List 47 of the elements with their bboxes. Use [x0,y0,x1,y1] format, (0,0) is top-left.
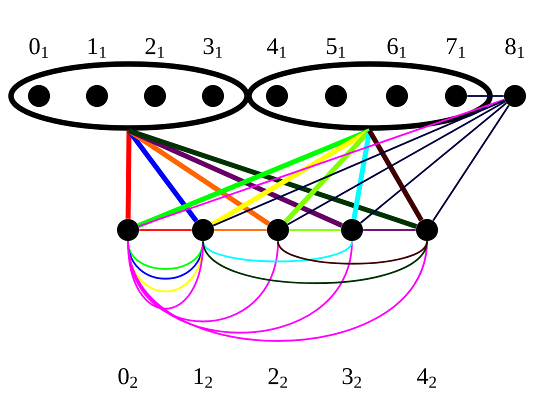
graph-edge [128,128,418,229]
graph-edge [127,241,204,310]
graph-edge [363,229,416,231]
graph-edge [211,128,371,226]
vertex-label: 1$_{2}$ [194,368,212,388]
vertex-dot [192,219,214,241]
graph-edge [284,129,372,224]
vertex-label: 6$_{1}$ [388,38,406,58]
graph-edge [367,129,424,222]
vertex-label: 3$_{1}$ [204,38,222,58]
vertex-label: 5$_{1}$ [326,38,345,58]
vertex-label: 7$_{1}$ [447,38,465,58]
vertex-dot [267,219,289,241]
graph-edge [351,130,372,220]
vertex-label: 2$_{2}$ [268,368,288,388]
vertex-label: 2$_{1}$ [146,38,164,58]
graph-edge [202,240,428,284]
vertex-label: 4$_{2}$ [417,368,436,388]
graph-edge [214,229,267,231]
graph-edge [128,128,270,226]
graph-edge [202,240,353,262]
group-ellipse [8,61,250,131]
vertex-label: 8$_{1}$ [505,38,524,58]
graph-edge [277,240,428,265]
graph-edge [360,102,507,224]
graph-edge [127,241,353,334]
vertex-label: 1$_{1}$ [88,38,106,58]
graph-edge [127,129,198,222]
vertex-dot [416,219,438,241]
graph-edge [127,241,428,342]
group-ellipse [246,61,493,131]
vertex-label: 4$_{1}$ [267,38,286,58]
vertex-label: 0$_{2}$ [118,368,138,388]
graph-edge [289,229,341,231]
vertex-dot [341,219,363,241]
graph-edge [432,104,510,222]
vertex-label: 0$_{1}$ [29,38,48,58]
graph-edge [287,100,506,226]
graph-edge [212,100,506,226]
graph-edge [127,241,279,322]
vertex-dot [117,219,139,241]
graph-edge [126,130,132,219]
graph-edge [467,95,504,97]
vertex-label: 3$_{2}$ [342,368,362,388]
graph-edge [139,229,192,231]
graph-edge [137,128,370,228]
graph-edge [138,98,505,228]
